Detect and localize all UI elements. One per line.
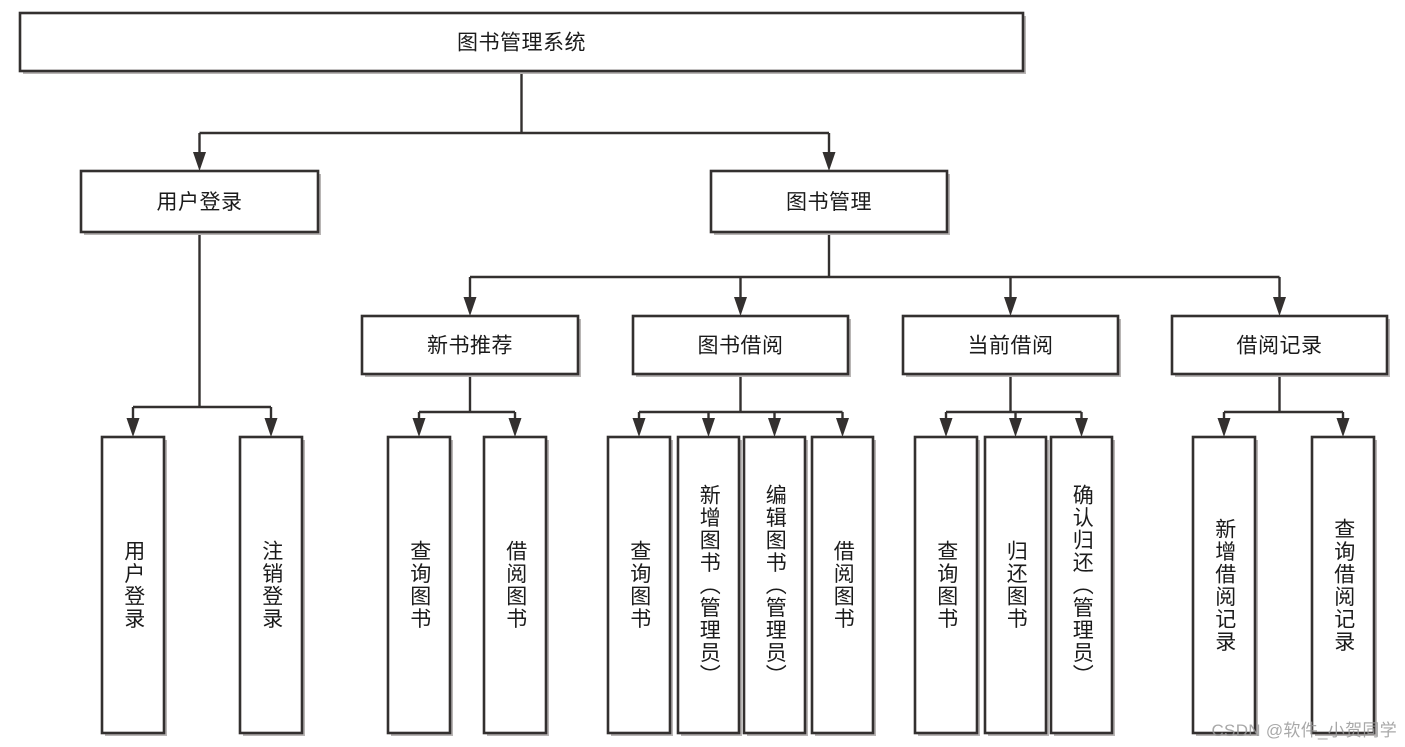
node-box-query-book-current[interactable] (913, 435, 979, 735)
node-box-user-login[interactable] (79, 169, 320, 234)
arrow-head-icon (193, 152, 206, 171)
node-box-current-borrow[interactable] (901, 314, 1120, 376)
arrow-head-icon (1217, 418, 1231, 437)
node-box-edit-book-admin[interactable] (742, 435, 807, 735)
node-box-borrow-book-borrow[interactable] (810, 435, 875, 735)
arrow-head-icon (1336, 418, 1350, 437)
node-label-current-borrow: 当前借阅 (968, 335, 1054, 358)
arrow-head-icon (1004, 297, 1017, 316)
node-box-root[interactable] (18, 11, 1025, 73)
node-label-new-book-recommend: 新书推荐 (427, 335, 513, 358)
arrow-head-icon (126, 418, 140, 437)
node-label-book-manage: 图书管理 (786, 191, 872, 214)
node-box-query-book-borrow[interactable] (606, 435, 672, 735)
arrow-head-icon (1273, 297, 1286, 316)
node-boxes (18, 11, 1390, 736)
node-box-add-borrow-record[interactable] (1191, 435, 1257, 735)
node-box-borrow-record[interactable] (1170, 314, 1389, 376)
arrow-head-icon (463, 297, 477, 316)
node-box-confirm-return-admin[interactable] (1049, 435, 1114, 735)
node-box-user-logout-leaf[interactable] (238, 435, 304, 735)
arrow-head-icon (508, 418, 522, 437)
node-label-book-borrow: 图书借阅 (698, 335, 784, 358)
arrow-head-icon (632, 418, 646, 437)
arrow-head-icon (1009, 418, 1022, 437)
watermark-text: CSDN @软件_小贺同学 (1211, 721, 1397, 740)
arrow-head-icon (836, 418, 849, 437)
node-box-book-manage[interactable] (709, 169, 949, 234)
arrow-head-icon (412, 418, 426, 437)
node-box-book-borrow[interactable] (631, 314, 850, 376)
arrow-head-icon (1075, 418, 1088, 437)
arrow-head-icon (768, 418, 781, 437)
node-box-return-book[interactable] (983, 435, 1048, 735)
node-box-query-borrow-record[interactable] (1310, 435, 1376, 735)
node-box-query-book-rec[interactable] (386, 435, 452, 735)
node-box-user-login-leaf[interactable] (100, 435, 166, 735)
node-label-user-login: 用户登录 (157, 191, 243, 214)
node-box-new-book-recommend[interactable] (360, 314, 580, 376)
arrow-head-icon (264, 418, 278, 437)
node-box-borrow-book-rec[interactable] (482, 435, 548, 735)
arrow-head-icon (702, 418, 715, 437)
node-label-borrow-record: 借阅记录 (1237, 335, 1323, 358)
arrow-head-icon (822, 152, 836, 171)
arrow-head-icon (734, 297, 747, 316)
node-label-root: 图书管理系统 (457, 32, 586, 55)
arrow-head-icon (939, 418, 953, 437)
node-box-add-book-admin[interactable] (676, 435, 741, 735)
connector-lines (126, 71, 1350, 437)
